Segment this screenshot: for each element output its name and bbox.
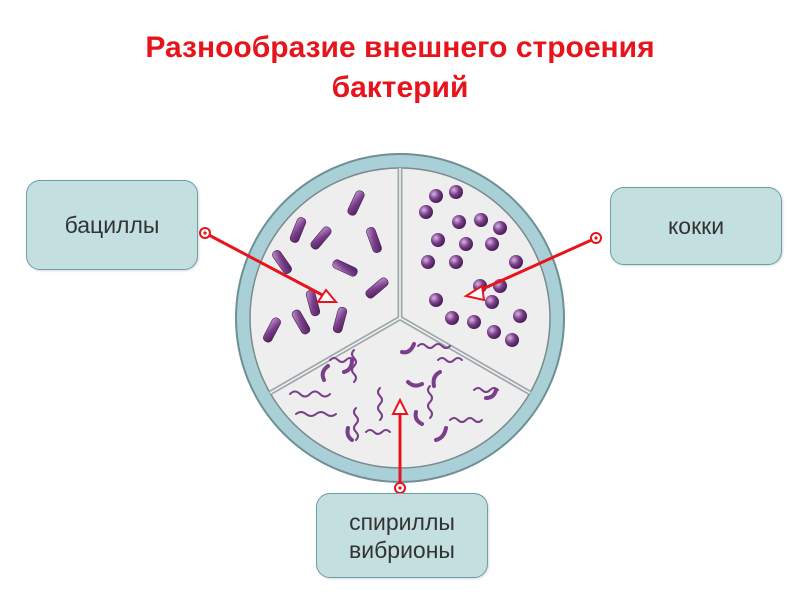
vibrio (406, 380, 424, 388)
spirillum (449, 417, 483, 423)
coccus (459, 237, 473, 251)
coccus (429, 189, 443, 203)
vibrio (320, 364, 330, 382)
cocci-group (419, 185, 527, 347)
coccus (452, 215, 466, 229)
vibrio (413, 410, 424, 426)
bacillus (263, 317, 281, 343)
coccus (449, 255, 463, 269)
spirillum (365, 429, 391, 435)
coccus (429, 293, 443, 307)
vibrio (431, 370, 442, 388)
label-cocci: кокки (667, 212, 725, 239)
spirillum (437, 357, 463, 363)
vibrio (434, 426, 448, 442)
bacillus (332, 259, 358, 277)
title-line-2: бактерий (331, 71, 469, 104)
coccus (485, 295, 499, 309)
coccus (467, 315, 481, 329)
coccus (431, 233, 445, 247)
spirillum (351, 349, 357, 383)
bacillus (310, 226, 332, 250)
arrow-bacilli (199, 227, 339, 303)
coccus (509, 255, 523, 269)
bacillus (272, 250, 292, 274)
coccus (449, 185, 463, 199)
coccus (421, 255, 435, 269)
spirillum (353, 407, 359, 441)
spirillum (417, 343, 451, 349)
spirillum (377, 387, 383, 421)
bacillus (347, 190, 365, 216)
coccus (505, 333, 519, 347)
label-bacilli: бациллы (64, 211, 160, 238)
bacillus (289, 217, 307, 243)
spirillum (289, 390, 331, 398)
coccus (445, 311, 459, 325)
title-line-1: Разнообразие внешнего строения (145, 31, 655, 64)
label-box-spirilla: спириллы вибрионы (316, 493, 488, 578)
label-box-bacilli: бациллы (26, 180, 198, 270)
coccus (474, 213, 488, 227)
label-spirilla: спириллы (349, 508, 455, 535)
coccus (487, 325, 501, 339)
coccus (419, 205, 433, 219)
bacillus (365, 277, 389, 299)
coccus (493, 221, 507, 235)
vibrio (484, 388, 498, 400)
vibrio (342, 358, 354, 374)
label-box-cocci: кокки (610, 187, 782, 265)
vibrio-group (320, 342, 498, 442)
spirillum (295, 411, 337, 417)
bacillus (366, 227, 382, 253)
arrow-cocci (463, 232, 602, 302)
coccus (513, 309, 527, 323)
bacillus (332, 306, 348, 334)
bacilli-group (263, 190, 389, 343)
spirillum (427, 385, 433, 419)
coccus (485, 237, 499, 251)
vibrio (345, 426, 354, 442)
spirillum (473, 387, 499, 393)
spirilla-group (289, 343, 499, 441)
label-vibrio: вибрионы (349, 536, 455, 563)
diagram-title: Разнообразие внешнего строения бактерий (0, 28, 800, 108)
bacillus (291, 309, 311, 335)
vibrio (400, 342, 416, 355)
spirillum (329, 357, 355, 363)
